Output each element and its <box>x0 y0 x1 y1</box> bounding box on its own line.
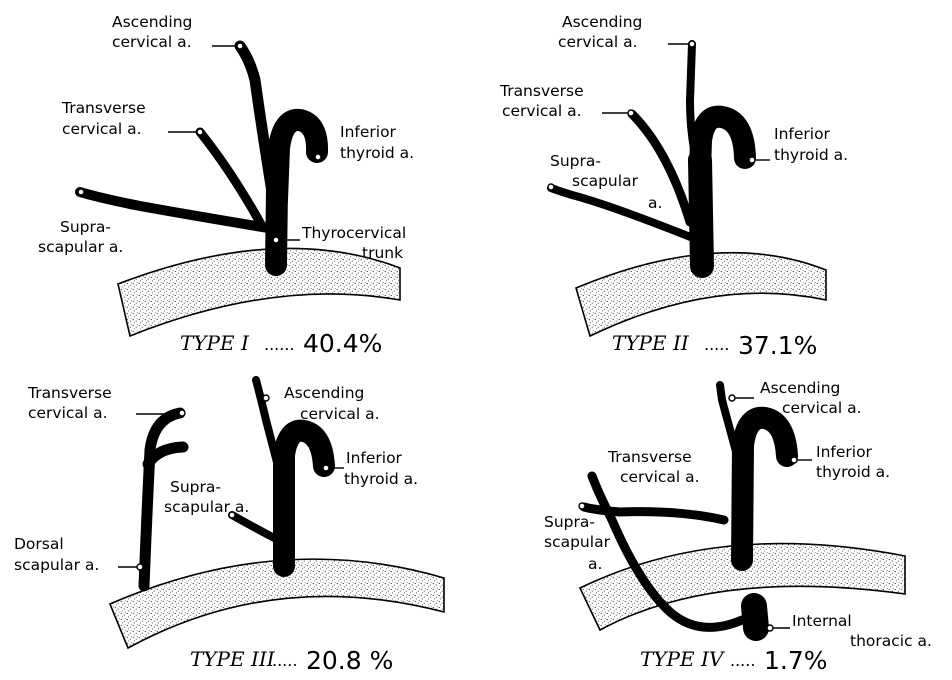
panel-percent: 37.1% <box>738 331 817 360</box>
panel-dot-leader: ...... <box>264 335 295 354</box>
panel-percent: 20.8 % <box>306 646 393 675</box>
transverse-cervical-label: Transverse <box>607 448 692 466</box>
ascending-cervical-label-point <box>729 395 735 401</box>
inferior-thyroid-label: thyroid a. <box>340 144 414 162</box>
ascending-cervical-label: Ascending <box>562 13 642 31</box>
panel-type-2: Ascending cervical a. Transverse cervica… <box>499 13 848 360</box>
ascending-cervical-label-point <box>689 41 695 47</box>
suprascapular-label-point <box>579 503 585 509</box>
suprascapular-artery <box>232 515 278 540</box>
ascending-cervical-label: cervical a. <box>112 33 192 51</box>
panel-percent: 40.4% <box>303 329 382 358</box>
subclavian-artery-band <box>118 248 400 336</box>
suprascapular-label: scapular a. <box>38 238 123 256</box>
panel-type-3: Transverse cervical a. Ascending cervica… <box>14 380 444 675</box>
panel-type-label: TYPE II <box>612 331 690 355</box>
inferior-thyroid-label: Inferior <box>346 449 403 467</box>
transverse-cervical-label-point <box>628 110 634 116</box>
panel-type-label: TYPE III <box>190 647 276 671</box>
dorsal-scapular-label-point <box>137 564 143 570</box>
thyrocervical-trunk-label: Thyrocervical <box>301 224 406 242</box>
ascending-cervical-label: cervical a. <box>300 405 380 423</box>
inferior-thyroid-label-point <box>323 465 329 471</box>
transverse-cervical-label-point <box>197 129 203 135</box>
transverse-cervical-label: Transverse <box>499 82 584 100</box>
dorsal-scapular-label: scapular a. <box>14 556 99 574</box>
suprascapular-label: scapular <box>544 533 611 551</box>
ascending-cervical-artery <box>256 380 279 470</box>
ascending-cervical-label: cervical a. <box>782 399 862 417</box>
inferior-thyroid-artery <box>742 418 787 560</box>
suprascapular-label: a. <box>588 555 602 573</box>
inferior-thyroid-label-point <box>749 157 755 163</box>
inferior-thyroid-label: Inferior <box>816 443 873 461</box>
panel-dot-leader: ..... <box>730 651 755 670</box>
inferior-thyroid-artery <box>277 120 317 200</box>
suprascapular-artery <box>584 507 724 520</box>
transverse-cervical-label-point <box>179 410 185 416</box>
inferior-thyroid-label: thyroid a. <box>774 146 848 164</box>
internal-thoracic-artery <box>754 606 756 628</box>
ascending-cervical-label-point <box>237 43 243 49</box>
suprascapular-label-point <box>78 189 84 195</box>
transverse-cervical-label: cervical a. <box>502 102 582 120</box>
panel-dot-leader: ..... <box>704 335 729 354</box>
transverse-cervical-artery <box>200 132 262 226</box>
inferior-thyroid-label: thyroid a. <box>344 470 418 488</box>
suprascapular-label: Supra- <box>170 478 221 496</box>
ascending-cervical-artery <box>690 44 699 170</box>
suprascapular-label-point <box>548 184 554 190</box>
panel-type-4: Ascending cervical a. Inferior thyroid a… <box>544 379 932 675</box>
ascending-cervical-label: cervical a. <box>558 33 638 51</box>
transverse-cervical-label: cervical a. <box>28 404 108 422</box>
panel-type-1: Ascending cervical a. Transverse cervica… <box>38 13 414 358</box>
inferior-thyroid-label-point <box>315 154 321 160</box>
transverse-cervical-label: cervical a. <box>62 120 142 138</box>
suprascapular-label: Supra- <box>544 513 595 531</box>
ascending-cervical-label-point <box>263 395 269 401</box>
suprascapular-label: a. <box>648 194 662 212</box>
inferior-thyroid-artery <box>700 117 745 172</box>
suprascapular-label: scapular a. <box>164 498 249 516</box>
suprascapular-label: Supra- <box>60 218 111 236</box>
inferior-thyroid-label: Inferior <box>340 123 397 141</box>
suprascapular-artery <box>551 188 693 238</box>
panel-percent: 1.7% <box>764 646 828 675</box>
transverse-cervical-label: Transverse <box>27 384 112 402</box>
dorsal-scapular-label: Dorsal <box>14 535 64 553</box>
suprascapular-label: scapular <box>572 172 639 190</box>
ascending-cervical-label: Ascending <box>112 13 192 31</box>
transverse-cervical-label: cervical a. <box>620 468 700 486</box>
panel-dot-leader: ..... <box>272 651 297 670</box>
internal-thoracic-label: thoracic a. <box>850 632 932 650</box>
transverse-cervical-label: Transverse <box>61 99 146 117</box>
panel-type-label: TYPE I <box>180 331 250 355</box>
internal-thoracic-label: Internal <box>792 612 852 630</box>
thyrocervical-trunk-label-point <box>273 237 279 243</box>
inferior-thyroid-label: thyroid a. <box>816 463 890 481</box>
ascending-cervical-label: Ascending <box>760 379 840 397</box>
panel-type-label: TYPE IV <box>640 647 726 671</box>
internal-thoracic-label-point <box>767 625 773 631</box>
ascending-cervical-label: Ascending <box>284 384 364 402</box>
thyrocervical-trunk-label: trunk <box>362 244 403 262</box>
inferior-thyroid-label: Inferior <box>774 125 831 143</box>
suprascapular-label: Supra- <box>550 152 601 170</box>
inferior-thyroid-label-point <box>791 457 797 463</box>
inferior-thyroid-artery <box>284 431 324 566</box>
